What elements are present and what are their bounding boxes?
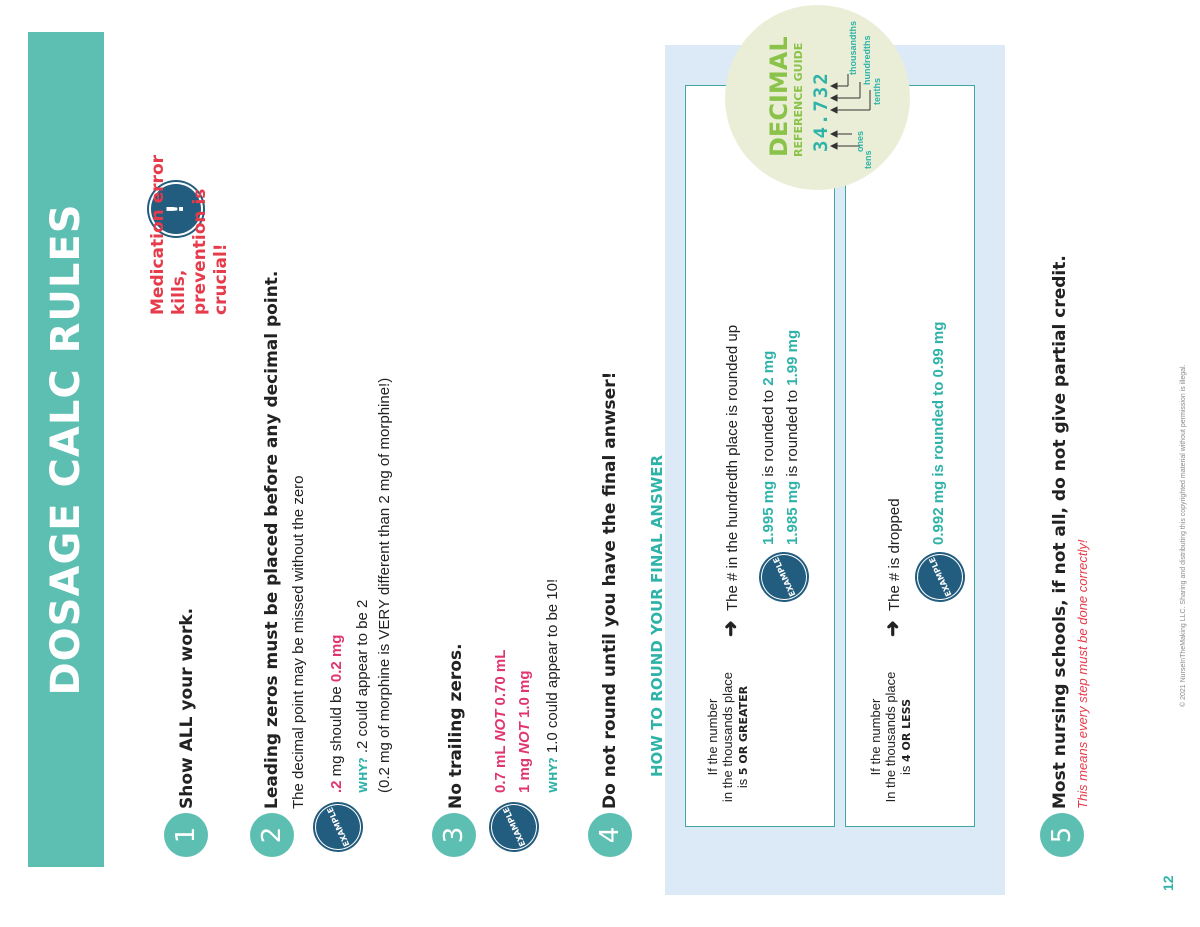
example-badge-icon: EXAMPLE xyxy=(487,800,541,854)
rule-4-number: 4 xyxy=(588,813,632,857)
copyright: © 2021 NurseInTheMaking LLC. Sharing and… xyxy=(1180,364,1187,708)
example-badge-icon: EXAMPLE xyxy=(311,800,365,854)
decimal-guide-title: DECIMAL xyxy=(765,36,793,157)
label-tenths: tenths xyxy=(872,78,882,105)
label-thousandths: thousandths xyxy=(848,21,858,75)
arrow-right-icon: ➜ xyxy=(882,620,904,637)
rule-3-text: No trailing zeros. xyxy=(446,643,466,809)
arrow-right-icon: ➜ xyxy=(720,620,742,637)
warning-line-2: prevention is crucial! xyxy=(190,188,231,315)
decimal-guide-number: 34.732 xyxy=(810,71,832,152)
label-tens: tens xyxy=(863,150,873,169)
warning-text: Medication error kills, prevention is cr… xyxy=(148,115,232,315)
rule-2-text: Leading zeros must be placed before any … xyxy=(262,270,282,809)
rule-2-detail: The decimal point may be missed without … xyxy=(290,475,307,810)
round-up-example-1: 1.995 mg is rounded to 2 mg xyxy=(760,350,777,545)
rounding-heading: HOW TO ROUND YOUR FINAL ANSWER xyxy=(648,454,666,777)
rule-2-note: (0.2 mg of morphine is VERY different th… xyxy=(376,377,393,793)
drop-condition: If the number In the thousands place is … xyxy=(868,671,913,803)
rule-3-example-1: 0.7 mL NOT 0.70 mL xyxy=(492,649,509,793)
rule-4-text: Do not round until you have the final an… xyxy=(600,371,620,809)
rule-5-number: 5 xyxy=(1040,813,1084,857)
rule-3-number: 3 xyxy=(432,813,476,857)
round-up-condition: If the number in the thousands place is … xyxy=(705,671,750,803)
drop-rule: The # is dropped xyxy=(886,498,903,611)
rule-2-number: 2 xyxy=(250,813,294,857)
rule-5-note: This means every step must be done corre… xyxy=(1075,539,1090,809)
label-hundredths: hundredths xyxy=(862,35,872,86)
rule-2-why: WHY? .2 could appear to be 2 xyxy=(354,599,371,793)
decimal-guide-subtitle: REFERENCE GUIDE xyxy=(792,42,805,157)
warning-line-1: Medication error kills, xyxy=(148,154,189,315)
rule-1-number: 1 xyxy=(164,813,208,857)
rule-3-example-2: 1 mg NOT 1.0 mg xyxy=(516,670,533,793)
rule-5-text: Most nursing schools, if not all, do not… xyxy=(1050,255,1070,809)
round-up-example-2: 1.985 mg is rounded to 1.99 mg xyxy=(784,329,801,545)
rule-2-example: .2 mg should be 0.2 mg xyxy=(328,634,345,793)
page-title: DOSAGE CALC RULES xyxy=(43,203,89,696)
drop-example: 0.992 mg is rounded to 0.99 mg xyxy=(930,321,947,545)
rule-1-text: Show ALL your work. xyxy=(177,607,197,809)
place-value-arrows xyxy=(830,74,871,150)
page-number: 12 xyxy=(1160,875,1176,891)
rule-3-why: WHY? 1.0 could appear to be 10! xyxy=(544,578,561,793)
label-ones: ones xyxy=(855,130,865,152)
round-up-rule: The # in the hundredth place is rounded … xyxy=(724,324,741,611)
